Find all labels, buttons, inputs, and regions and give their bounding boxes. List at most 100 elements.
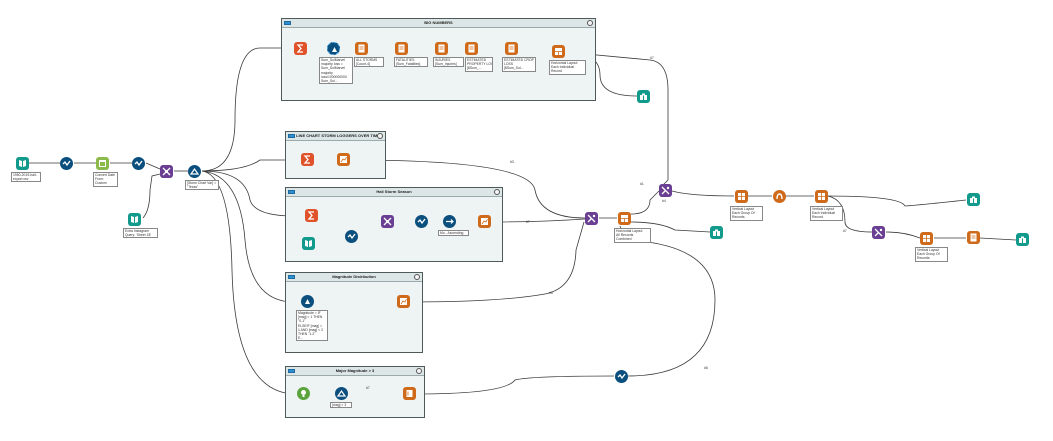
- collapse-button[interactable]: [494, 189, 500, 195]
- select-tool[interactable]: [132, 157, 145, 170]
- collapse-button[interactable]: [377, 133, 383, 139]
- layout-tool[interactable]: [735, 190, 748, 203]
- tool-annotation: Sum_SolMarvel majority loss = Sum_SolMar…: [319, 57, 353, 85]
- document-icon: [398, 44, 405, 53]
- connection: [142, 173, 161, 219]
- connection: [145, 162, 161, 170]
- collapse-button[interactable]: [587, 20, 593, 26]
- union-icon: [661, 186, 670, 195]
- union-tool[interactable]: [872, 226, 885, 239]
- tool-annotation: 1950-2019-hail- export.csv: [11, 172, 41, 183]
- interactive-chart-tool[interactable]: [337, 153, 350, 166]
- chart-icon: [481, 218, 488, 225]
- table-tool[interactable]: [403, 387, 416, 400]
- summarize-tool[interactable]: [305, 209, 318, 222]
- formula-tool[interactable]: [327, 42, 340, 55]
- container-title: BIG NUMBERS: [424, 20, 453, 25]
- collapse-button[interactable]: [416, 368, 422, 374]
- union-tool[interactable]: [585, 212, 598, 225]
- binoculars-icon: [640, 93, 647, 100]
- tool-annotation: Horizontal Layout All Records Combined: [614, 228, 651, 243]
- datetime-tool[interactable]: [96, 157, 109, 170]
- formula-tool[interactable]: [301, 295, 314, 308]
- container-major-magnitude[interactable]: Major Magnitude > 3: [285, 366, 425, 418]
- browse-tool[interactable]: [710, 226, 723, 239]
- chart-icon: [340, 156, 347, 163]
- select-tool[interactable]: [60, 157, 73, 170]
- calendar-icon: [99, 160, 106, 167]
- render-tool[interactable]: [773, 190, 786, 203]
- container-header[interactable]: Hail Storm Season: [286, 188, 502, 197]
- report-text-tool[interactable]: [355, 42, 368, 55]
- input-data-tool[interactable]: [128, 213, 141, 226]
- filter-tool[interactable]: [188, 165, 201, 178]
- report-text-tool[interactable]: [465, 42, 478, 55]
- join-tool[interactable]: [381, 215, 394, 228]
- select-tool[interactable]: [415, 215, 428, 228]
- document-icon: [438, 44, 445, 53]
- container-header[interactable]: Major Magnitude > 3: [286, 367, 424, 376]
- union-tool[interactable]: [659, 184, 672, 197]
- checkmark-icon: [617, 373, 626, 380]
- report-text-tool[interactable]: [395, 42, 408, 55]
- select-tool[interactable]: [345, 230, 358, 243]
- connection: [671, 190, 735, 197]
- checkmark-icon: [347, 233, 356, 240]
- connection-label: #7: [526, 220, 530, 224]
- connection: [201, 170, 297, 395]
- interactive-chart-tool[interactable]: [478, 215, 491, 228]
- report-text-tool[interactable]: [435, 42, 448, 55]
- interactive-chart-tool[interactable]: [397, 295, 410, 308]
- layout-icon: [555, 48, 562, 55]
- input-data-tool[interactable]: [302, 237, 315, 250]
- connection: [630, 221, 711, 233]
- join-tool[interactable]: [160, 165, 173, 178]
- filter-icon: [189, 167, 200, 175]
- container-header[interactable]: BIG NUMBERS: [282, 19, 595, 28]
- filter-tool[interactable]: [335, 387, 348, 400]
- filter-icon: [336, 389, 347, 397]
- connection: [827, 195, 967, 207]
- book-icon: [305, 240, 312, 247]
- browse-tool[interactable]: [637, 90, 650, 103]
- connection: [827, 195, 873, 233]
- summarize-tool[interactable]: [301, 153, 314, 166]
- container-header[interactable]: LINE CHART STORM LOGGERS OVER TIME: [286, 132, 385, 141]
- browse-tool[interactable]: [1016, 233, 1029, 246]
- tool-annotation: INJURIES [Sum_Injuries]: [433, 57, 464, 68]
- tool-annotation: Magnitude = IF [mag] < 1 THEN "0-1" ELSE…: [296, 310, 328, 342]
- summarize-tool[interactable]: [294, 42, 307, 55]
- report-text-tool[interactable]: [967, 231, 980, 244]
- layout-icon: [818, 193, 825, 200]
- connection-label: #7: [366, 386, 370, 390]
- input-data-tool[interactable]: [16, 157, 29, 170]
- table-icon: [406, 390, 413, 397]
- document-icon: [508, 44, 515, 53]
- report-text-tool[interactable]: [505, 42, 518, 55]
- layout-tool[interactable]: [815, 190, 828, 203]
- formula-icon: [332, 47, 337, 52]
- sort-icon: [446, 219, 454, 224]
- layout-tool[interactable]: [552, 45, 565, 58]
- tool-annotation: FATALITIES [Sum_Fatalities]: [394, 57, 428, 68]
- connection: [619, 225, 716, 377]
- book-icon: [19, 160, 26, 167]
- connection: [349, 159, 586, 219]
- browse-tool[interactable]: [967, 193, 980, 206]
- layout-tool[interactable]: [920, 232, 933, 245]
- container-header[interactable]: Magnitude Distribution: [286, 273, 422, 282]
- binoculars-icon: [713, 229, 720, 236]
- document-icon: [468, 44, 475, 53]
- container-line-chart[interactable]: LINE CHART STORM LOGGERS OVER TIME: [285, 131, 386, 179]
- connection: [490, 218, 586, 223]
- sort-tool[interactable]: [443, 215, 456, 228]
- collapse-button[interactable]: [414, 274, 420, 280]
- container-hail-storm-season[interactable]: Hail Storm Season: [285, 187, 503, 262]
- layout-tool[interactable]: [618, 212, 631, 225]
- checkmark-icon: [62, 160, 71, 167]
- text-input-tool[interactable]: [297, 387, 310, 400]
- select-tool[interactable]: [615, 370, 628, 383]
- tool-annotation: Extra Instagram Query: 'Sheet 1$': [123, 228, 158, 239]
- container-icon: [288, 369, 295, 373]
- tool-annotation: [mag] > 3: [330, 402, 352, 409]
